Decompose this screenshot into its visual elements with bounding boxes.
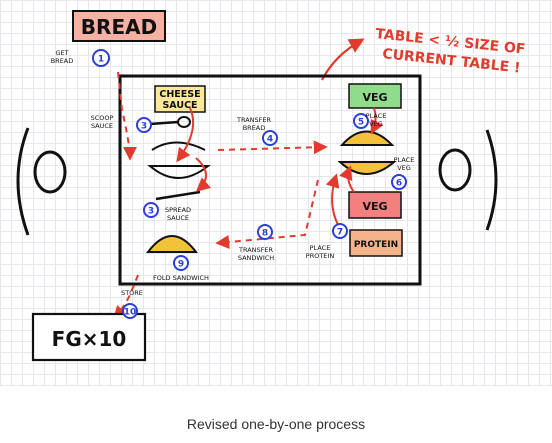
step-4-label-line1: PLACE xyxy=(366,112,387,120)
step-3-label-line2: BREAD xyxy=(243,124,266,132)
right-operator-figure xyxy=(438,129,498,231)
step-1-label-line2: BREAD xyxy=(51,57,74,65)
note-arrow xyxy=(321,38,365,81)
step-1-number: 1 xyxy=(98,55,104,65)
step-8-label-line1: FOLD SANDWICH xyxy=(153,274,209,282)
step-2-circle xyxy=(136,117,152,133)
step-3-number: 4 xyxy=(267,135,273,145)
output-box xyxy=(31,312,147,362)
step-2-label-line1: SCOOP xyxy=(91,114,114,122)
cheese-sauce-line1: CHEESE xyxy=(159,89,200,100)
protein-label: PROTEIN xyxy=(354,240,398,250)
step-6-label-line1: PLACE xyxy=(310,244,331,252)
arrow-place-veg-mid xyxy=(339,165,355,193)
step-1-circle xyxy=(92,49,110,67)
step-2-number: 3 xyxy=(141,122,147,132)
open-bread-top xyxy=(339,130,395,146)
step-9-label-line1: SPREAD xyxy=(165,206,191,214)
arrow-transfer-sandwich xyxy=(215,179,319,249)
cheese-sauce-box xyxy=(154,85,206,113)
scoop-handle xyxy=(149,120,179,126)
step-6-label-line2: PROTEIN xyxy=(306,252,335,260)
step-5-number: 6 xyxy=(396,179,402,189)
sketch-canvas: BREAD TABLE < ½ SIZE OF CURRENT TABLE ! … xyxy=(16,10,526,362)
step-4-label-line2: VEG xyxy=(369,120,383,128)
step-markers: 1GETBREAD3SCOOPSAUCE4TRANSFERBREAD5PLACE… xyxy=(51,49,415,319)
step-1-label-line1: GET xyxy=(55,49,68,57)
bread-bottom-half xyxy=(147,165,211,179)
step-10-number: 10 xyxy=(124,308,137,318)
title-label: BREAD xyxy=(81,15,157,39)
veg-top-label: VEG xyxy=(362,91,387,104)
step-6-circle xyxy=(332,223,348,239)
step-7-label-line2: SANDWICH xyxy=(238,254,274,262)
cheese-sauce-line2: SAUCE xyxy=(162,100,197,111)
step-9-label-line2: SAUCE xyxy=(167,214,189,222)
figure-caption: Revised one-by-one process xyxy=(186,416,366,432)
table-outline xyxy=(118,74,422,286)
step-5-label-line2: VEG xyxy=(397,164,411,172)
step-2-label-line2: SAUCE xyxy=(91,122,113,130)
arrow-place-veg-top xyxy=(370,107,384,135)
step-4-circle xyxy=(353,113,369,129)
folded-sandwich-icon xyxy=(145,235,199,253)
step-5-label-line1: PLACE xyxy=(394,156,415,164)
bread-top-half xyxy=(151,141,206,151)
protein-box xyxy=(349,229,403,257)
arrow-scoop xyxy=(176,107,194,163)
step-8-circle xyxy=(173,255,189,271)
step-6-number: 7 xyxy=(337,228,343,238)
scoop-icon xyxy=(177,116,191,128)
spreader-icon xyxy=(155,190,201,201)
step-4-number: 5 xyxy=(358,118,364,128)
step-10-circle xyxy=(122,303,138,319)
arrow-transfer-bread xyxy=(217,140,328,155)
left-operator-figure xyxy=(16,127,67,236)
process-sketch: BREAD TABLE < ½ SIZE OF CURRENT TABLE ! … xyxy=(0,0,552,386)
step-10-label-line1: STORE xyxy=(121,289,143,297)
step-7-circle xyxy=(257,224,273,240)
step-7-number: 8 xyxy=(262,229,268,239)
output-label: FG×10 xyxy=(52,327,127,351)
step-5-circle xyxy=(391,174,407,190)
veg-mid-label: VEG xyxy=(362,200,387,213)
arrow-spread xyxy=(195,157,212,192)
title-box xyxy=(72,10,166,42)
step-8-number: 9 xyxy=(178,260,184,270)
step-3-label-line1: TRANSFER xyxy=(236,116,272,124)
veg-mid-box xyxy=(348,191,402,219)
step-9-circle xyxy=(143,202,159,218)
step-9-number: 3 xyxy=(148,207,154,217)
arrow-get-bread xyxy=(117,71,137,161)
step-3-circle xyxy=(262,130,278,146)
step-7-label-line1: TRANSFER xyxy=(238,246,274,254)
